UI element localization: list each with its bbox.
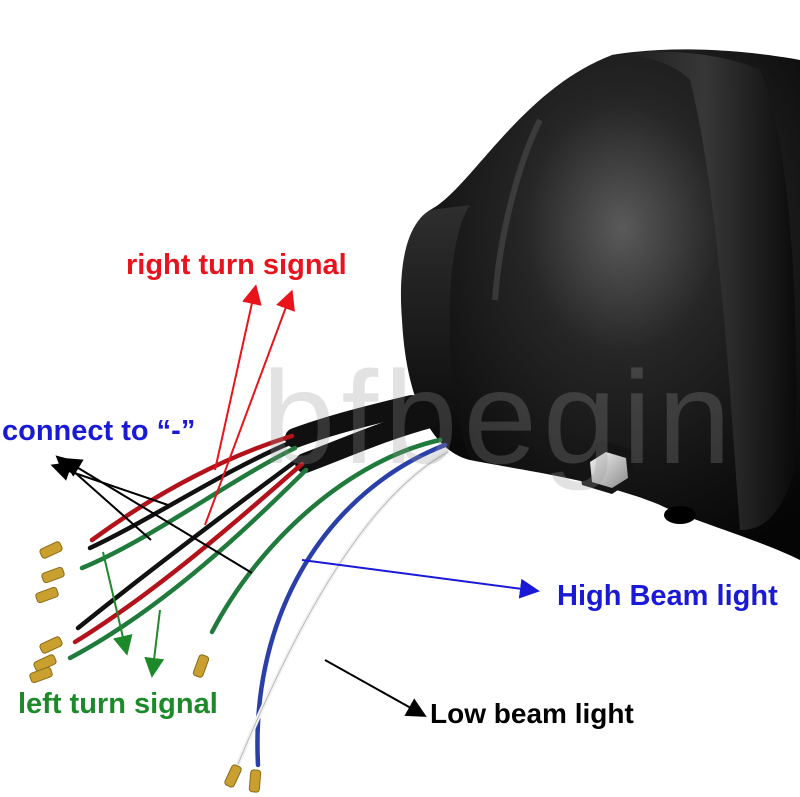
low-beam-light-label: Low beam light (430, 698, 634, 729)
mounting-bolt (578, 440, 636, 494)
connect-to-negative-label: connect to “-” (2, 415, 196, 447)
wire-terminals (29, 541, 262, 793)
annotation-arrows (50, 284, 540, 717)
high-beam-light-label: High Beam light (557, 580, 778, 612)
headlight-housing (400, 49, 800, 561)
right-turn-signal-label: right turn signal (126, 249, 347, 281)
wire-bundle (67, 433, 451, 768)
watermark-text: bfbegin (262, 344, 738, 491)
left-turn-signal-label: left turn signal (18, 688, 218, 720)
cable-sheaths (285, 395, 440, 473)
